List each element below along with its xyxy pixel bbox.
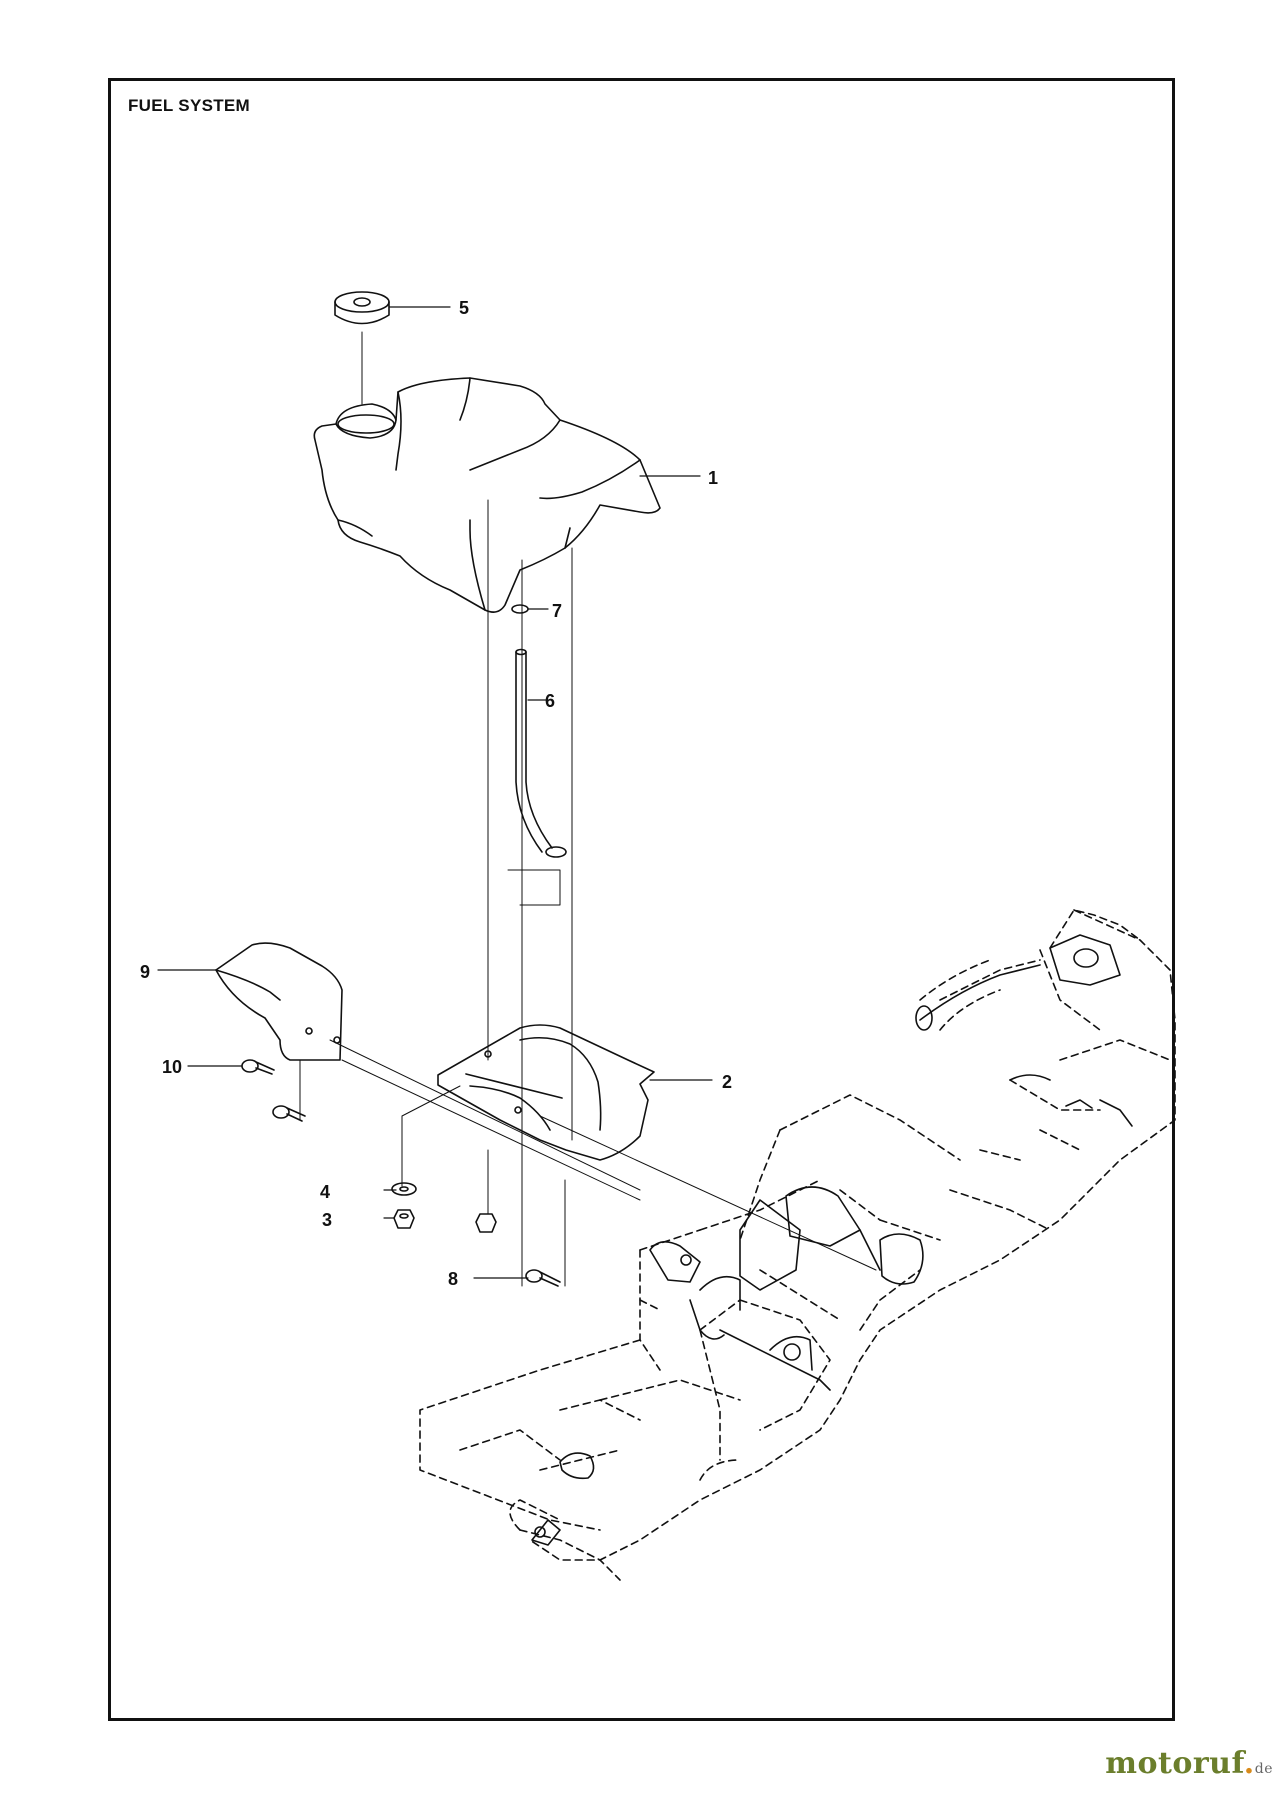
drawing-frame	[108, 78, 1175, 1721]
callout-8: 8	[448, 1269, 458, 1289]
callout-5: 5	[459, 298, 469, 318]
tank-bracket-part	[437, 1024, 655, 1161]
callout-6: 6	[545, 691, 555, 711]
brand-name: motoruf	[1105, 1746, 1244, 1781]
fuel-tank-part	[313, 377, 661, 613]
nut-part	[393, 1209, 497, 1233]
brand-tld: de	[1254, 1761, 1273, 1777]
callout-2: 2	[722, 1072, 732, 1092]
brand-dot: .	[1243, 1746, 1255, 1781]
chassis-details	[531, 934, 1133, 1546]
cover-part	[215, 942, 343, 1061]
hose-clamp-part	[511, 604, 529, 614]
callout-10: 10	[162, 1057, 182, 1077]
fuel-cap-part	[334, 291, 390, 325]
screw-8-part	[525, 1269, 561, 1287]
callout-9: 9	[140, 962, 150, 982]
callout-7: 7	[552, 601, 562, 621]
chassis-frame	[419, 909, 1176, 1581]
callout-leaders	[157, 306, 713, 1279]
screw-10-part	[241, 1059, 306, 1122]
fuel-hose-part	[515, 648, 567, 858]
washer-part	[391, 1182, 417, 1196]
brand-watermark: motoruf.de	[1105, 1746, 1273, 1781]
callout-1: 1	[708, 468, 718, 488]
callout-3: 3	[322, 1210, 332, 1230]
callout-labels: 5 1 7 6 2 4 3 8 9 10	[140, 298, 732, 1289]
assembly-lines	[299, 331, 877, 1287]
page-title: FUEL SYSTEM	[128, 96, 251, 115]
callout-4: 4	[320, 1182, 330, 1202]
